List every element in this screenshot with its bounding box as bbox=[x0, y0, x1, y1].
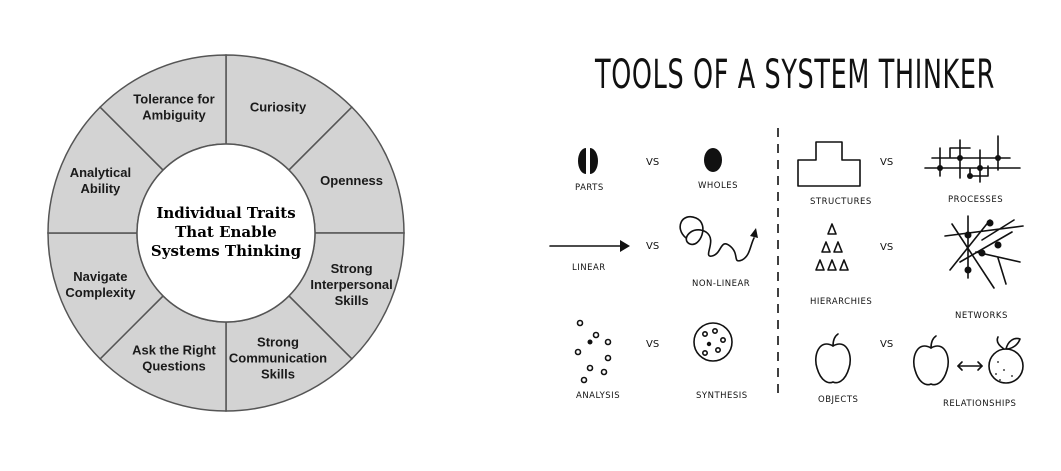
wheel-label-right-questions-line-2: Questions bbox=[142, 359, 206, 374]
analysis-label: ANALYSIS bbox=[576, 391, 620, 401]
analysis-dots-icon bbox=[574, 319, 612, 384]
center-title-line-3: Systems Thinking bbox=[151, 242, 302, 260]
linear-label: LINEAR bbox=[572, 263, 606, 273]
wheel-label-analytical-ability-line-1: Analytical bbox=[70, 165, 131, 180]
hierarchies-icon bbox=[815, 223, 849, 271]
wheel-labels: CuriosityOpennessStrongInterpersonalSkil… bbox=[65, 91, 392, 381]
structures-icon bbox=[797, 141, 861, 187]
orange-icon bbox=[988, 336, 1024, 384]
wheel-label-tolerance-ambiguity-line-1: Tolerance for bbox=[133, 91, 214, 106]
wheel-label-analytical-ability-line-2: Ability bbox=[81, 181, 121, 196]
tools-panel: TOOLS OF A SYSTEM THINKER PARTS VS WHOLE… bbox=[520, 0, 1061, 471]
traits-wheel: CuriosityOpennessStrongInterpersonalSkil… bbox=[47, 54, 405, 412]
wheel-label-navigate-complexity-line-1: Navigate bbox=[73, 269, 127, 284]
objects-label: OBJECTS bbox=[818, 395, 858, 405]
tools-sketch: TOOLS OF A SYSTEM THINKER PARTS VS WHOLE… bbox=[549, 52, 1024, 409]
wholes-icon bbox=[704, 148, 722, 172]
parts-label: PARTS bbox=[575, 183, 604, 193]
processes-label: PROCESSES bbox=[948, 195, 1003, 205]
wheel-label-tolerance-ambiguity-line-2: Ambiguity bbox=[142, 107, 206, 122]
center-title-line-1: Individual Traits bbox=[156, 204, 295, 222]
parts-icon bbox=[578, 148, 598, 174]
relationships-label: RELATIONSHIPS bbox=[943, 399, 1016, 409]
structures-label: STRUCTURES bbox=[810, 197, 872, 207]
vs-label-6: VS bbox=[880, 339, 893, 350]
wheel-label-interpersonal-skills-line-2: Interpersonal bbox=[310, 277, 392, 292]
apple-icon bbox=[913, 335, 949, 386]
synthesis-label: SYNTHESIS bbox=[696, 391, 748, 401]
wholes-label: WHOLES bbox=[698, 181, 738, 191]
non-linear-label: NON-LINEAR bbox=[692, 279, 750, 289]
wheel-label-right-questions-line-1: Ask the Right bbox=[132, 343, 216, 358]
wheel-label-communication-skills-line-1: Strong bbox=[257, 335, 299, 350]
wheel-label-curiosity-line-1: Curiosity bbox=[250, 99, 307, 114]
networks-label: NETWORKS bbox=[955, 311, 1008, 321]
vs-label-3: VS bbox=[646, 339, 659, 350]
apple-object-icon bbox=[815, 333, 851, 384]
vs-label-2: VS bbox=[646, 241, 659, 252]
processes-icon bbox=[924, 135, 1021, 183]
synthesis-circle-icon bbox=[693, 322, 733, 362]
linear-arrow-icon bbox=[549, 240, 630, 252]
wheel-label-interpersonal-skills-line-3: Skills bbox=[335, 293, 369, 308]
vs-label-1: VS bbox=[646, 157, 659, 168]
vs-label-5: VS bbox=[880, 242, 893, 253]
wheel-label-interpersonal-skills-line-1: Strong bbox=[331, 261, 373, 276]
double-arrow-icon bbox=[957, 361, 983, 371]
networks-icon bbox=[944, 215, 1024, 289]
tools-title: TOOLS OF A SYSTEM THINKER bbox=[594, 52, 995, 98]
hierarchies-label: HIERARCHIES bbox=[810, 297, 872, 307]
wheel-center-circle bbox=[136, 143, 316, 323]
wheel-label-openness-line-1: Openness bbox=[320, 173, 383, 188]
wheel-label-communication-skills-line-3: Skills bbox=[261, 367, 295, 382]
wheel-segments bbox=[47, 54, 405, 412]
center-title-line-2: That Enable bbox=[175, 223, 277, 241]
wheel-label-navigate-complexity-line-2: Complexity bbox=[65, 285, 136, 300]
non-linear-squiggle-icon bbox=[679, 215, 758, 262]
wheel-label-communication-skills-line-2: Communication bbox=[229, 351, 327, 366]
vs-label-4: VS bbox=[880, 157, 893, 168]
